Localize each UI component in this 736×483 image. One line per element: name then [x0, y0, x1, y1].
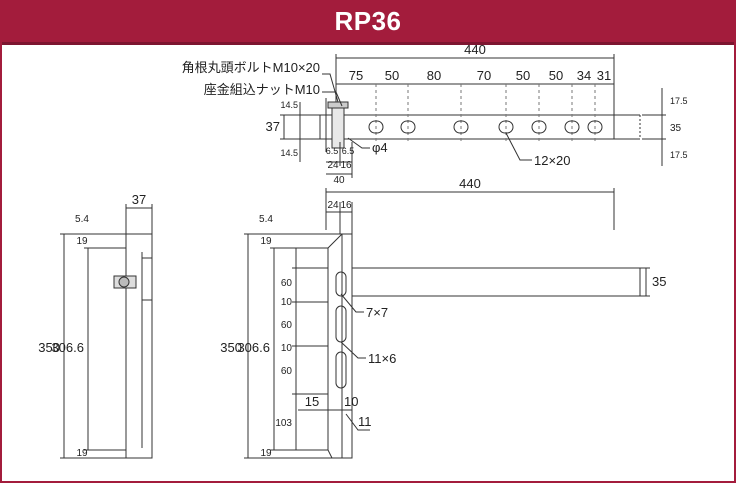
- front-dim-5-4: 5.4: [259, 214, 273, 225]
- top-dim-440: 440: [464, 42, 486, 57]
- top-spacing-75: 75: [349, 68, 363, 83]
- top-spacing-70: 70: [477, 68, 491, 83]
- front-dim-440: 440: [459, 176, 481, 191]
- front-dim-15: 15: [305, 394, 319, 409]
- front-dim-11: 11: [358, 414, 372, 429]
- front-horizontal-arm: [351, 267, 641, 297]
- slot-hole: [564, 120, 580, 134]
- top-spacing-34: 34: [577, 68, 591, 83]
- front-dim-19-top: 19: [260, 236, 272, 247]
- front-seg-103: 103: [275, 418, 292, 429]
- side-profile: [125, 233, 153, 459]
- side-dim-19-bottom: 19: [76, 448, 88, 459]
- front-slot-7x7: [335, 271, 347, 297]
- top-bar-outline: [319, 114, 615, 140]
- top-dim-37: 37: [266, 119, 280, 134]
- front-seg-10a: 10: [281, 297, 293, 308]
- slot-12x20-label: 12×20: [534, 153, 571, 168]
- nut-leader: [322, 91, 343, 107]
- right-35: 35: [670, 123, 682, 134]
- leader-11x6: [340, 341, 366, 359]
- side-bolt-head: [118, 276, 130, 288]
- slot-hole: [453, 120, 469, 134]
- bolt-label: 角根丸頭ボルトM10×20: [182, 60, 320, 75]
- top-dim-6-5a: 6.5: [326, 146, 339, 156]
- front-seg-60a: 60: [281, 278, 293, 289]
- right-17-5-bottom: 17.5: [670, 150, 688, 160]
- nut-label: 座金組込ナットM10: [204, 82, 320, 97]
- slot-hole: [400, 120, 416, 134]
- side-dim-306-6: 306.6: [51, 340, 84, 355]
- right-17-5-top: 17.5: [670, 96, 688, 106]
- top-spacing-80: 80: [427, 68, 441, 83]
- front-dim-306-label: 306.6: [237, 340, 270, 355]
- front-dim-10: 10: [344, 394, 358, 409]
- slot-hole: [531, 120, 547, 134]
- top-dim-6-5b: 6.5: [342, 146, 355, 156]
- title-bar: RP36: [2, 2, 734, 45]
- bolt-body: [331, 105, 345, 149]
- slot-11x6-label: 11×6: [368, 351, 396, 366]
- front-seg-10b: 10: [281, 343, 293, 354]
- side-dim-19-top: 19: [76, 236, 88, 247]
- front-vertical-bracket: [327, 233, 353, 459]
- front-dim-350-label: 350: [220, 340, 242, 355]
- front-seg-60c: 60: [281, 366, 293, 377]
- slot-leader: [505, 132, 532, 161]
- side-dim-350: 350: [38, 340, 60, 355]
- slot-hole: [587, 120, 603, 134]
- side-slot: [141, 257, 153, 301]
- side-dim-5-4: 5.4: [75, 214, 89, 225]
- slot-hole: [368, 120, 384, 134]
- bolt-leader: [322, 73, 339, 103]
- leader-11: [345, 413, 370, 431]
- front-dim-19-bottom: 19: [260, 448, 272, 459]
- front-seg-60b: 60: [281, 320, 293, 331]
- front-dim-24: 24: [327, 200, 339, 211]
- phi-leader: [347, 137, 370, 149]
- leader-7x7: [340, 293, 364, 313]
- front-dim-35-label: 35: [652, 274, 666, 289]
- top-dim-14-5-top: 14.5: [280, 100, 298, 110]
- top-spacing-31: 31: [597, 68, 611, 83]
- top-spacing-50: 50: [385, 68, 399, 83]
- page-title: RP36: [334, 6, 402, 36]
- slot-7x7-label: 7×7: [366, 305, 388, 320]
- top-dim-14-5-bottom: 14.5: [280, 148, 298, 158]
- top-spacing-50b: 50: [516, 68, 530, 83]
- top-spacing-50c: 50: [549, 68, 563, 83]
- side-dim-37: 37: [132, 192, 146, 207]
- front-dim-16: 16: [340, 200, 352, 211]
- phi-4-label: φ4: [372, 140, 388, 155]
- nut-top: [327, 101, 349, 109]
- top-dim-16: 16: [340, 160, 352, 171]
- top-dim-24: 24: [327, 160, 339, 171]
- top-dim-40: 40: [333, 175, 345, 186]
- front-slot-11x6: [335, 351, 347, 389]
